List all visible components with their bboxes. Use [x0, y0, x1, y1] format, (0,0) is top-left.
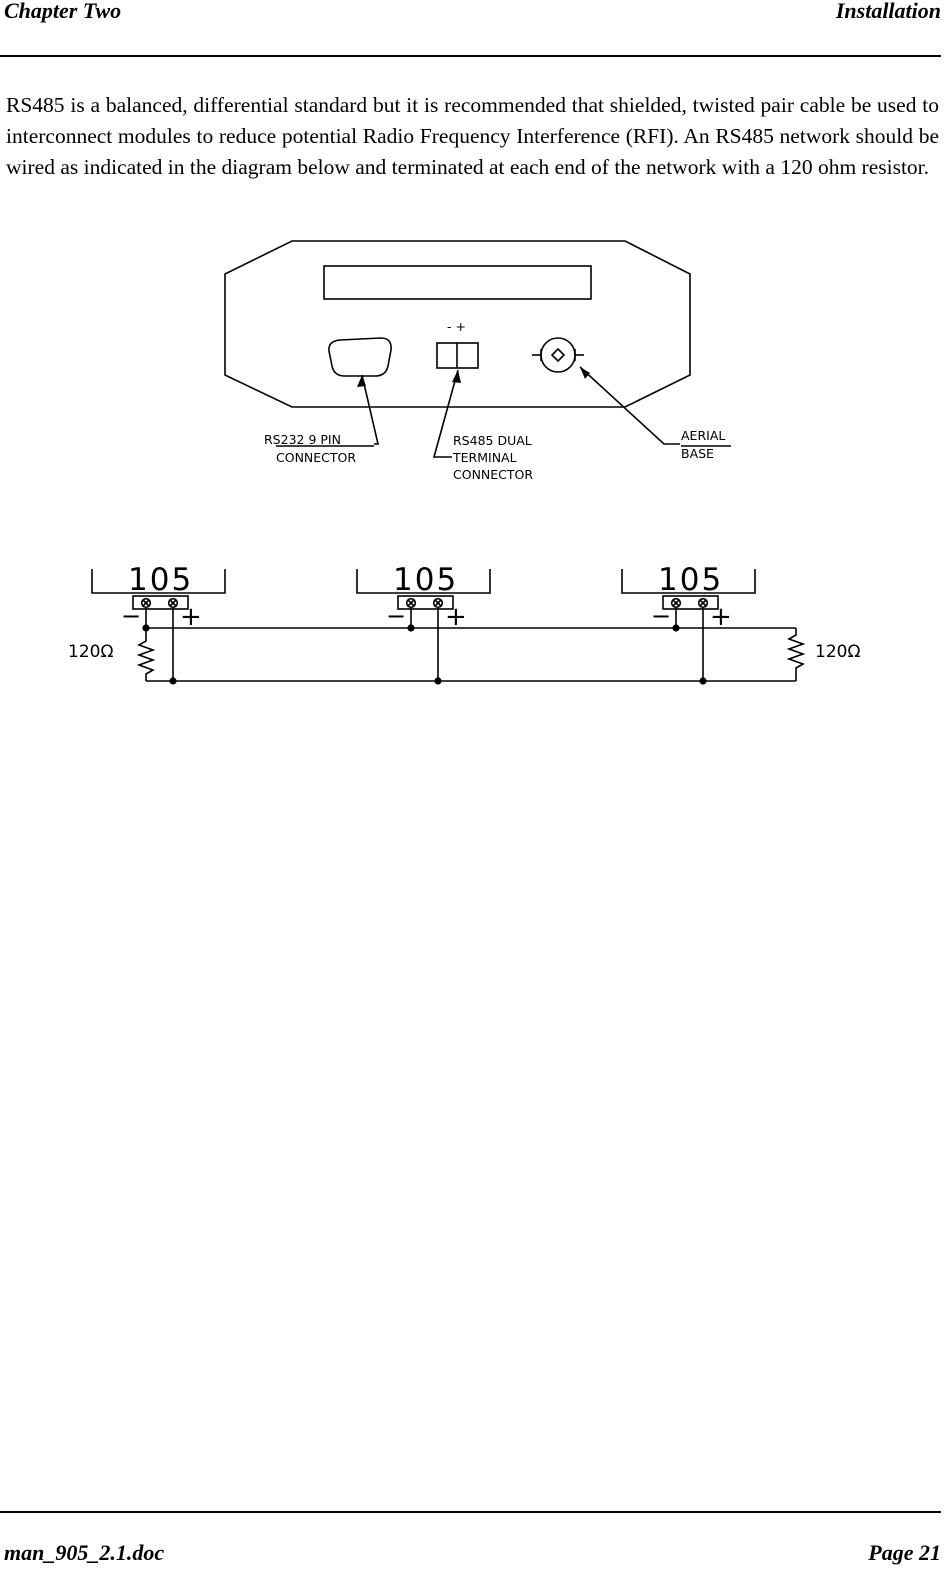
- resistor-left-label: 120Ω: [68, 642, 113, 662]
- module-label: 105: [393, 562, 458, 598]
- rs485-label-line2: TERMINAL: [452, 450, 517, 465]
- footer-rule: [0, 1511, 941, 1513]
- header-rule: [0, 55, 941, 57]
- display-window: [323, 265, 592, 300]
- aerial-label-line2: BASE: [681, 446, 714, 461]
- minus-sign: −: [651, 602, 671, 630]
- terminal-polarity-label: - +: [447, 319, 466, 334]
- minus-sign: −: [121, 602, 141, 630]
- plus-sign: +: [445, 602, 467, 632]
- body-paragraph: RS485 is a balanced, differential standa…: [6, 93, 939, 179]
- rs485-label-line3: CONNECTOR: [453, 467, 533, 482]
- resistor-right-label: 120Ω: [815, 642, 860, 662]
- page-footer: man_905_2.1.doc Page 21: [4, 1540, 941, 1572]
- chapter-title: Chapter Two: [4, 0, 122, 23]
- plus-sign: +: [710, 602, 732, 632]
- section-title: Installation: [835, 0, 941, 23]
- document-filename: man_905_2.1.doc: [4, 1540, 165, 1565]
- resistor-right-symbol: [786, 628, 806, 681]
- module-label: 105: [658, 562, 723, 598]
- module-label: 105: [128, 562, 193, 598]
- plus-sign: +: [180, 602, 202, 632]
- wiring-diagram: - + RS232 9 PIN CONNECTOR RS485 DUAL TER…: [68, 240, 860, 685]
- page-header: Chapter Two Installation: [4, 0, 941, 56]
- aerial-label-line1: AERIAL: [681, 428, 725, 443]
- resistor-left-symbol: [136, 635, 156, 681]
- wiring-figure: - + RS232 9 PIN CONNECTOR RS485 DUAL TER…: [0, 225, 949, 705]
- rs232-label-line2: CONNECTOR: [276, 450, 356, 465]
- rs232-label-line1: RS232 9 PIN: [264, 432, 341, 447]
- minus-sign: −: [386, 602, 406, 630]
- device-outline: [224, 240, 691, 408]
- aerial-connector-icon: [532, 337, 584, 373]
- rs485-label-line1: RS485 DUAL: [453, 433, 532, 448]
- rs232-connector-icon: [328, 337, 392, 377]
- page-number: Page 21: [868, 1540, 941, 1565]
